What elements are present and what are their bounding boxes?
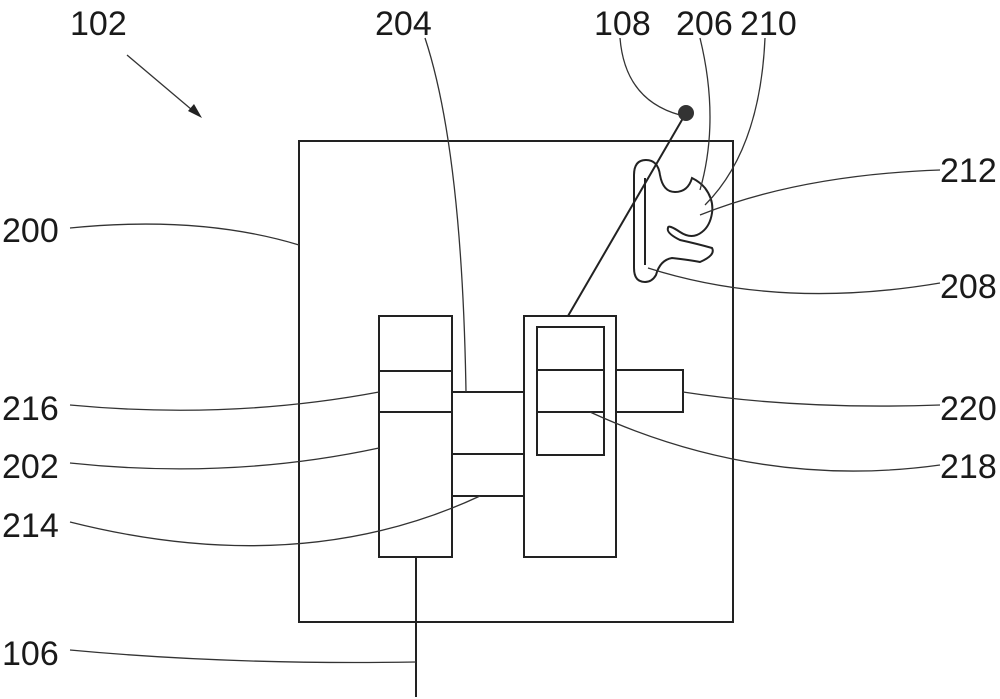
label-200: 200 — [2, 212, 59, 250]
label-214: 214 — [2, 507, 59, 545]
leader-204 — [425, 38, 466, 392]
connector-214 — [452, 454, 524, 496]
leader-208 — [648, 268, 940, 294]
label-218: 218 — [940, 448, 997, 486]
leader-108 — [620, 38, 680, 115]
arrow-102 — [127, 55, 198, 115]
housing-200 — [299, 141, 733, 622]
leader-220 — [683, 392, 940, 406]
leader-106 — [70, 650, 416, 663]
label-204: 204 — [375, 5, 432, 43]
leader-202 — [70, 448, 379, 469]
label-102: 102 — [70, 5, 127, 43]
label-106: 106 — [2, 635, 59, 673]
label-208: 208 — [940, 268, 997, 306]
arrow-head-icon — [188, 104, 202, 118]
label-216: 216 — [2, 390, 59, 428]
label-206: 206 — [676, 5, 733, 43]
label-220: 220 — [940, 390, 997, 428]
label-202: 202 — [2, 448, 59, 486]
leader-210 — [705, 38, 765, 205]
label-210: 210 — [740, 5, 797, 43]
leader-218 — [590, 412, 940, 471]
connector-204 — [452, 392, 524, 454]
label-212: 212 — [940, 152, 997, 190]
leader-216 — [70, 392, 379, 410]
wire-108 — [568, 113, 686, 316]
leader-206 — [700, 38, 710, 190]
element-218 — [537, 327, 604, 455]
label-108: 108 — [594, 5, 651, 43]
leader-212 — [700, 170, 940, 215]
leader-214 — [70, 496, 480, 546]
leader-200 — [70, 224, 299, 245]
element-216 — [379, 371, 452, 412]
terminal-dot — [678, 105, 694, 121]
element-220 — [616, 370, 683, 412]
